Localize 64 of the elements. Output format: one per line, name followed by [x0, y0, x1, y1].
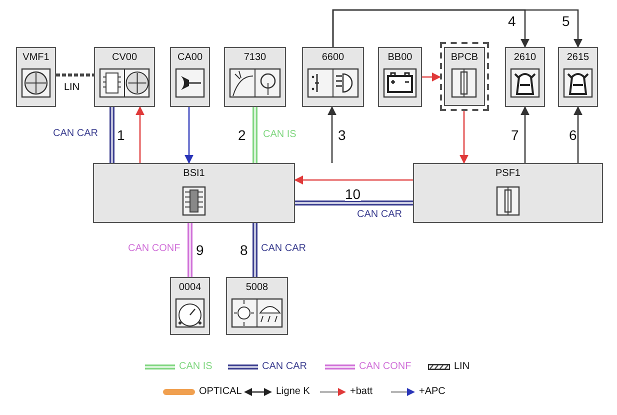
module-code: BPCB	[450, 52, 478, 63]
edge-number: 5	[562, 14, 570, 28]
arrow	[184, 107, 194, 164]
module-box	[93, 163, 295, 223]
arrow	[574, 106, 582, 163]
arrow	[422, 72, 441, 82]
edge-number: 3	[338, 128, 346, 142]
legend-label: +APC	[419, 386, 446, 397]
module-box	[170, 277, 210, 335]
module-code: 0004	[178, 282, 202, 293]
module-code: 5008	[246, 282, 268, 293]
edge-number: 8	[240, 243, 248, 257]
arrow	[460, 111, 468, 164]
module-box	[226, 277, 288, 335]
bus-line	[110, 107, 114, 163]
arrow	[520, 106, 530, 163]
module-box	[413, 163, 603, 223]
module-box	[94, 47, 155, 107]
module-code: 2615	[566, 52, 590, 63]
edge-number: 9	[196, 243, 204, 257]
bus-label: CAN CAR	[261, 243, 306, 254]
arrow	[294, 176, 413, 184]
module-code: 2610	[514, 52, 536, 63]
lin-bus-line	[56, 74, 94, 76]
bus-line	[188, 223, 192, 277]
module-box	[558, 47, 598, 107]
legend-label: CAN IS	[179, 361, 212, 372]
bus-label: LIN	[64, 82, 80, 93]
bus-label: CAN CONF	[128, 243, 180, 254]
bus-line	[252, 107, 258, 163]
module-code: BSI1	[183, 168, 205, 179]
legend-label: OPTICAL	[199, 386, 242, 397]
edge-number: 4	[508, 14, 516, 28]
module-code: VMF1	[22, 52, 50, 63]
module-code: 7130	[244, 52, 266, 63]
edge-number: 6	[569, 128, 577, 142]
module-code: CA00	[177, 52, 202, 63]
edge-number: 1	[117, 128, 125, 142]
module-box	[224, 47, 286, 107]
module-box	[378, 47, 422, 107]
module-code: BB00	[388, 52, 412, 63]
module-code: PSF1	[495, 168, 520, 179]
module-box	[170, 47, 210, 107]
legend-label: LIN	[454, 361, 470, 372]
arrow	[136, 106, 144, 163]
legend-label: CAN CAR	[262, 361, 308, 372]
bus-line	[252, 223, 258, 277]
module-code: 6600	[322, 52, 344, 63]
edge-number: 10	[345, 187, 361, 201]
legend-label: Ligne K	[276, 386, 310, 397]
bus-label: CAN CAR	[357, 209, 402, 220]
bus-label: CAN CAR	[53, 128, 98, 139]
legend-label: +batt	[350, 386, 373, 397]
module-box	[16, 47, 56, 107]
legend-label: CAN CONF	[359, 361, 412, 372]
module-box	[505, 47, 545, 107]
module-box	[302, 47, 364, 107]
arrow	[328, 106, 336, 163]
edge-number: 2	[238, 128, 246, 142]
edge-number: 7	[511, 128, 519, 142]
arrow	[332, 9, 582, 48]
module-code: CV00	[112, 52, 137, 63]
bus-line	[295, 200, 413, 206]
bus-label: CAN IS	[263, 129, 296, 140]
